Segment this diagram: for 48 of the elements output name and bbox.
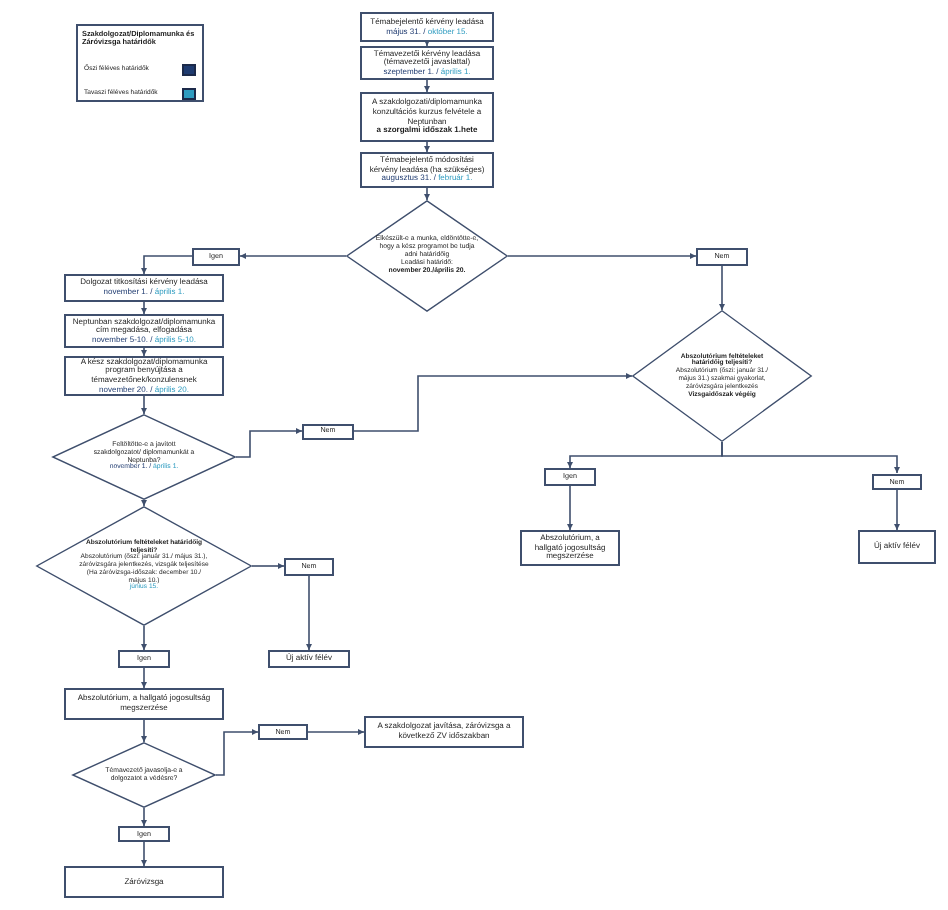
arrow — [893, 489, 901, 531]
arrow — [140, 719, 148, 743]
branch-box — [118, 826, 170, 842]
arrow — [566, 484, 574, 531]
process-box — [64, 274, 224, 302]
branch-box — [302, 423, 354, 439]
arrow — [423, 187, 431, 201]
process-box — [268, 650, 350, 668]
process-box — [64, 314, 224, 348]
arrow — [718, 264, 726, 311]
arrow — [235, 427, 303, 458]
arrow — [140, 667, 148, 689]
arrow — [307, 728, 365, 736]
arrow — [140, 807, 148, 827]
branch-box — [192, 247, 240, 265]
arrow — [140, 347, 148, 357]
arrow — [140, 301, 148, 315]
arrow — [140, 625, 148, 651]
arrow — [305, 574, 313, 651]
branch-box — [544, 468, 596, 485]
branch-box — [872, 473, 922, 490]
arrow — [140, 841, 148, 867]
arrow — [423, 39, 431, 47]
arrow — [507, 252, 697, 260]
arrow — [423, 141, 431, 153]
process-box — [64, 688, 224, 720]
arrow — [239, 252, 347, 260]
process-box — [360, 92, 494, 142]
process-box — [360, 12, 494, 42]
process-box — [858, 530, 936, 563]
arrow — [140, 255, 193, 275]
process-box — [64, 356, 224, 396]
arrow — [140, 499, 148, 507]
arrow — [215, 728, 259, 776]
arrow — [721, 441, 901, 474]
arrow — [353, 372, 633, 432]
process-box — [360, 152, 494, 188]
branch-box — [258, 724, 308, 740]
process-box — [364, 716, 524, 748]
branch-box — [696, 247, 748, 265]
arrow — [140, 395, 148, 415]
process-box — [360, 46, 494, 80]
arrow — [251, 562, 285, 570]
process-box — [520, 530, 620, 566]
arrow — [423, 79, 431, 93]
branch-box — [118, 650, 170, 668]
process-box — [64, 866, 224, 898]
branch-box — [284, 557, 334, 575]
